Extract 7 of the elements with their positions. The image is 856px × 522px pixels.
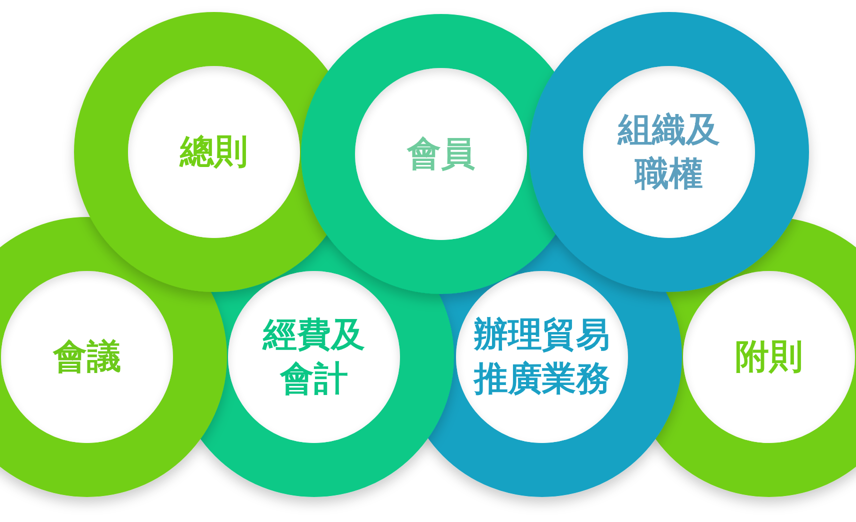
section-title: 總則 [180,131,248,174]
section-title: 組織及職權 [616,109,721,196]
section-title: 經費及會計 [261,314,366,401]
section-title: 會議 [53,336,121,379]
section-title: 辦理貿易推廣業務 [472,314,611,401]
section-title: 會員 [407,133,475,176]
section-title: 附則 [735,336,803,379]
